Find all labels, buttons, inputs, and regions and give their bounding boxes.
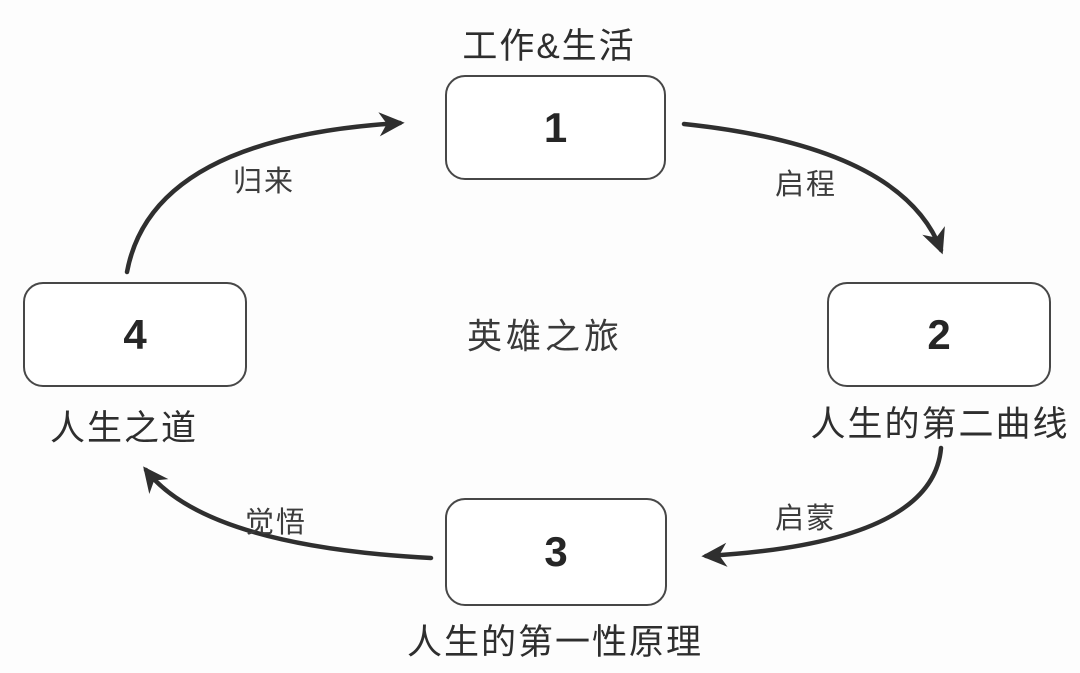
diagram-title: 英雄之旅 [466,317,624,357]
edge-awakening-arrow [143,466,434,561]
node-1-box: 1 [445,75,666,180]
node-2-box: 2 [827,282,1051,387]
node-4-label: 人生之道 [50,409,199,448]
edge-departure-label: 启程 [774,169,838,201]
node-2-number: 2 [927,310,951,358]
edge-departure-arrow [681,121,945,255]
node-4-number: 4 [123,310,147,358]
node-2-label: 人生的第二曲线 [810,405,1070,444]
node-1-number: 1 [543,103,568,151]
node-1-label: 工作&生活 [462,27,636,66]
node-3-number: 3 [544,528,568,575]
node-3-box: 3 [445,498,667,606]
edge-enlightenment-arrow [701,445,944,567]
edge-return-arrow [124,112,405,275]
edge-enlightenment-label: 启蒙 [774,503,838,535]
node-4-box: 4 [23,282,247,387]
edge-awakening-label: 觉悟 [244,507,308,539]
node-3-label: 人生的第一性原理 [406,623,704,662]
edge-return-label: 归来 [232,166,296,198]
